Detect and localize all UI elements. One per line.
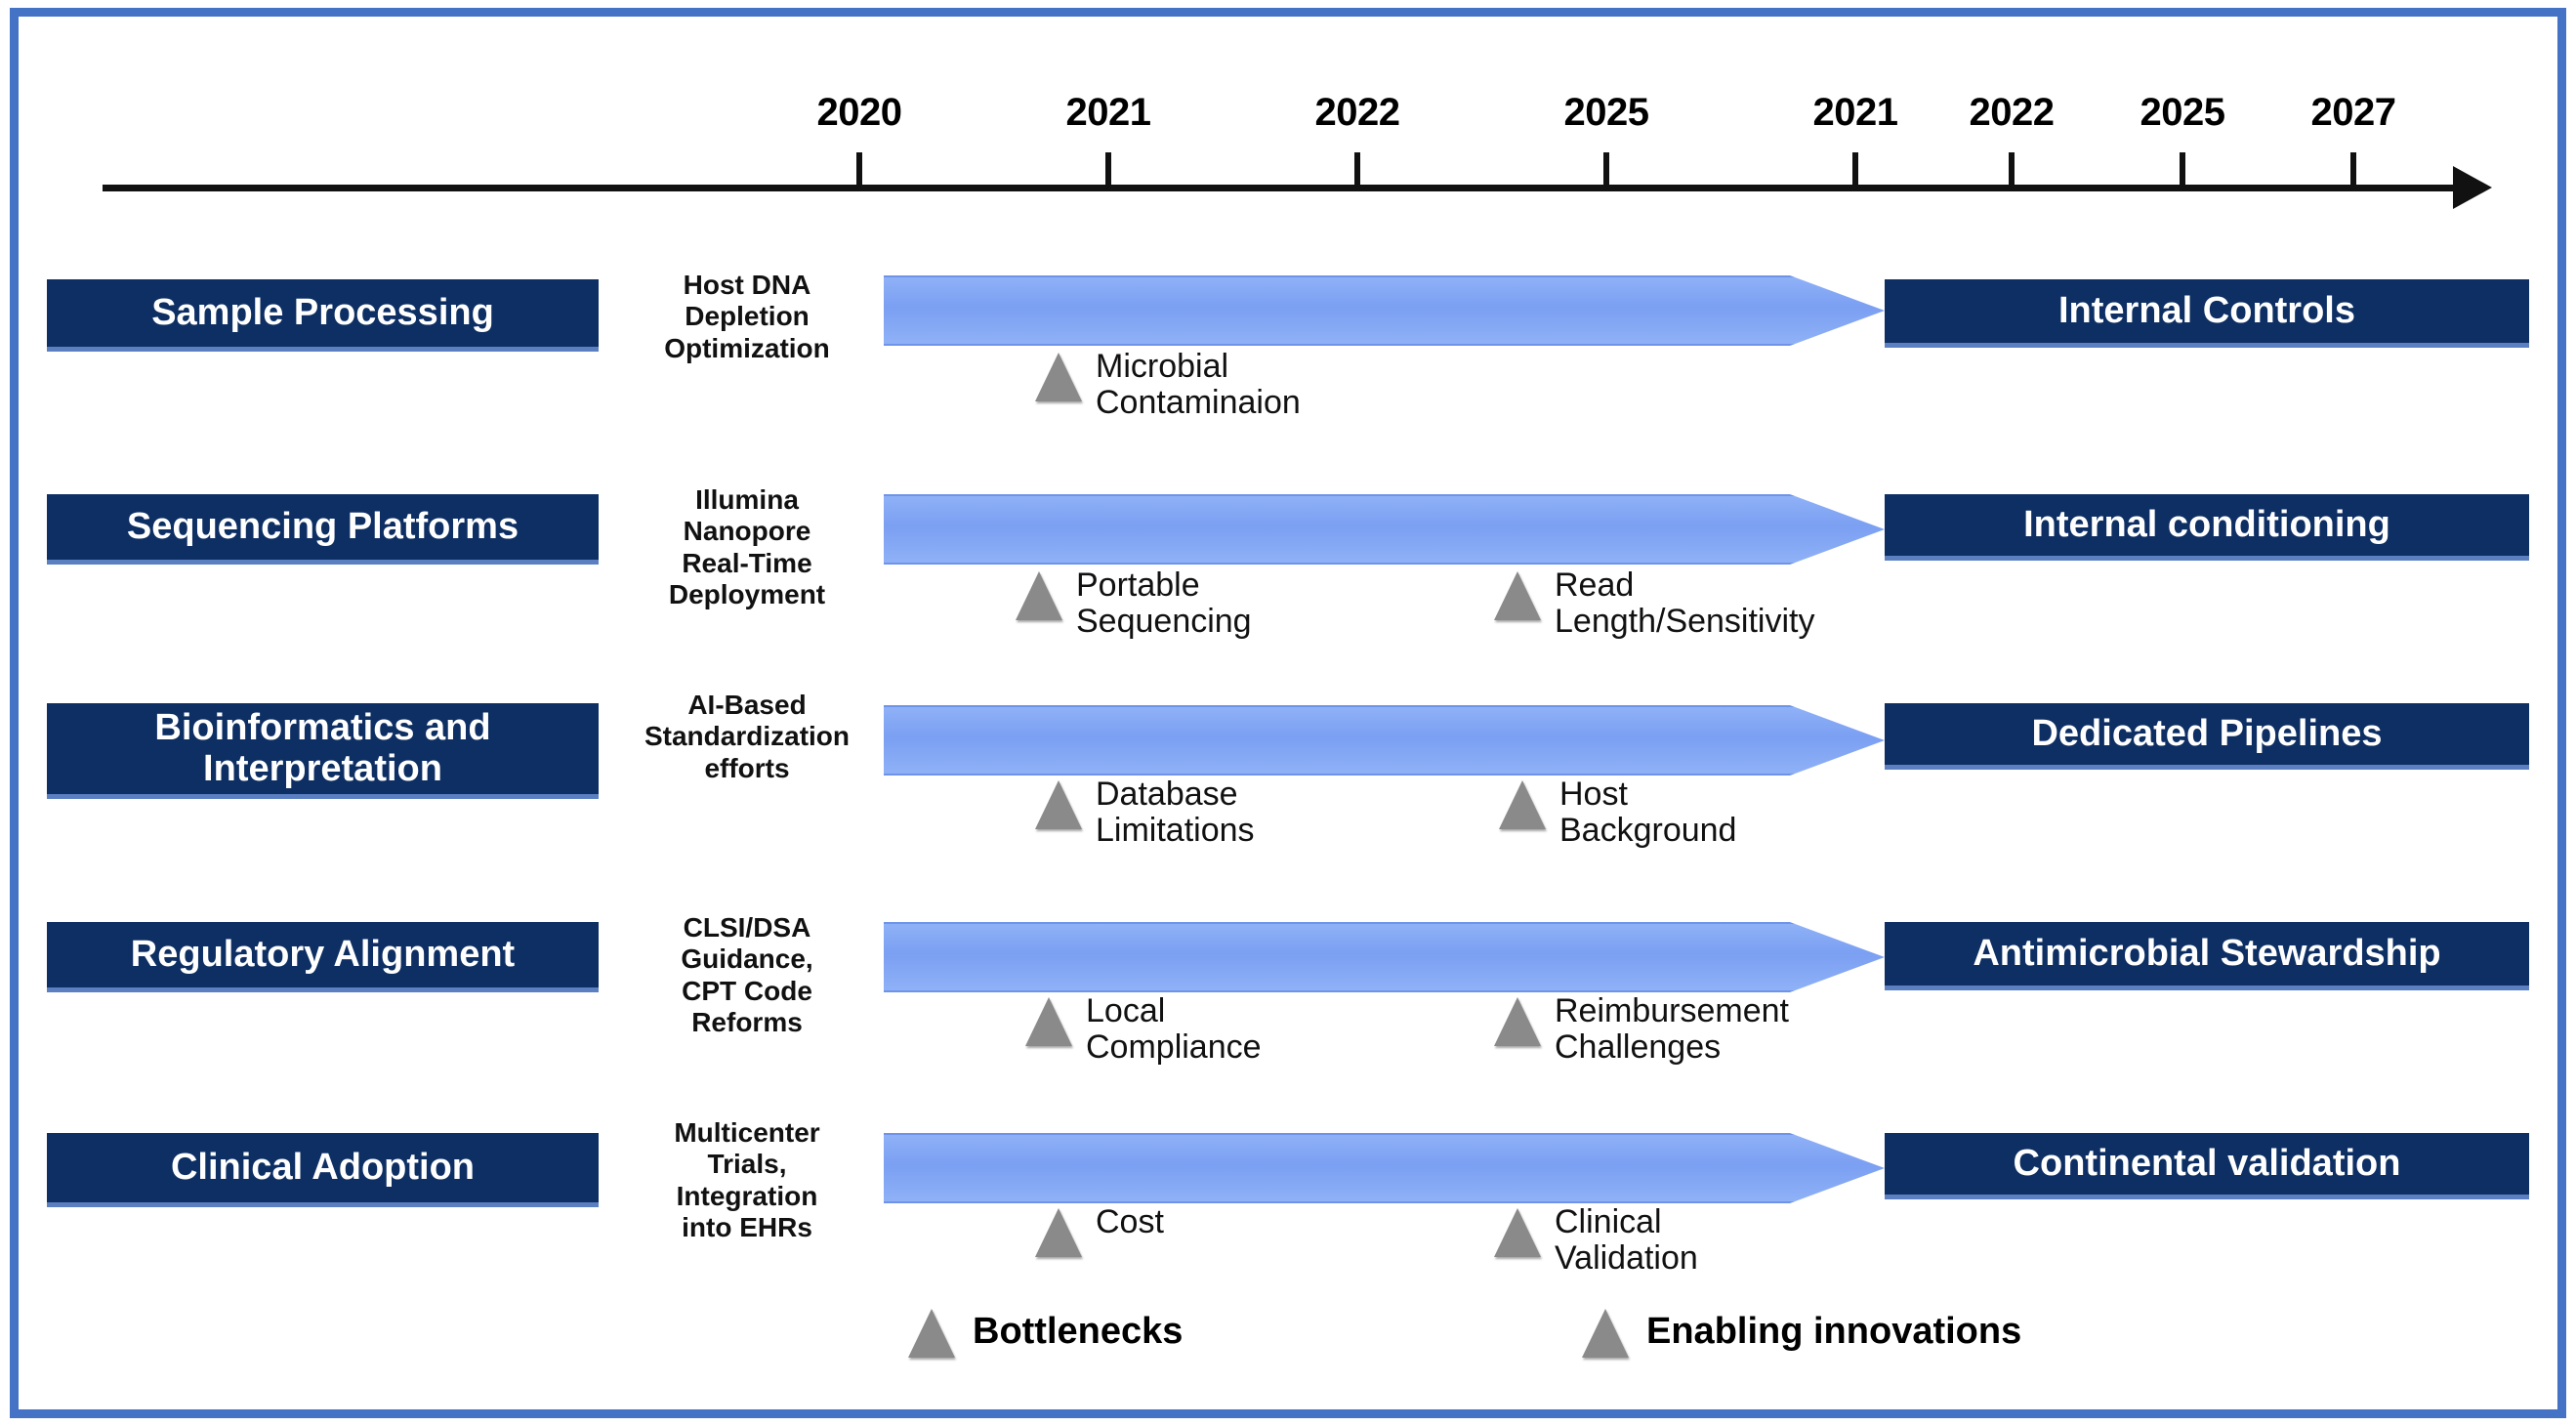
marker-label: Database Limitations: [1096, 776, 1255, 849]
drivers-label: Multicenter Trials, Integration into EHR…: [674, 1117, 820, 1243]
axis-tick: [2009, 152, 2015, 188]
axis-year-label: 2022: [1969, 91, 2055, 134]
axis-arrowhead-icon: [2453, 166, 2492, 209]
marker-label: Clinical Validation: [1555, 1203, 1698, 1277]
progress-arrow: [884, 705, 1885, 776]
marker-label: Cost: [1096, 1203, 1164, 1240]
enabling-innovation-marker[interactable]: Host Background: [1499, 776, 1736, 848]
triangle-icon: [1499, 780, 1546, 829]
marker-label: Microbial Contaminaion: [1096, 348, 1301, 421]
triangle-icon: [1035, 780, 1082, 829]
legend-item-enabling-innovations: Enabling innovations: [1582, 1305, 2021, 1358]
bottleneck-marker[interactable]: Microbial Contaminaion: [1035, 349, 1301, 420]
drivers-label: CLSI/DSA Guidance, CPT Code Reforms: [681, 912, 813, 1038]
category-box[interactable]: Clinical Adoption: [47, 1133, 599, 1207]
axis-year-label: 2021: [1065, 91, 1151, 134]
progress-arrow: [884, 494, 1885, 565]
category-box[interactable]: Sequencing Platforms: [47, 494, 599, 565]
end-state-box[interactable]: Dedicated Pipelines: [1885, 703, 2529, 770]
category-box[interactable]: Sample Processing: [47, 279, 599, 352]
end-state-box[interactable]: Continental validation: [1885, 1133, 2529, 1199]
triangle-icon: [1035, 1208, 1082, 1257]
marker-label: Reimbursement Challenges: [1555, 992, 1789, 1066]
triangle-icon: [1494, 997, 1541, 1046]
end-state-box[interactable]: Antimicrobial Stewardship: [1885, 922, 2529, 990]
roadmap-row: Clinical Adoption Multicenter Trials, Int…: [0, 1111, 2576, 1321]
axis-tick: [2350, 152, 2356, 188]
axis-year-label: 2025: [2140, 91, 2225, 134]
triangle-icon: [1494, 1208, 1541, 1257]
roadmap-row: Bioinformatics and Interpretation AI-Base…: [0, 684, 2576, 894]
axis-year-label: 2027: [2310, 91, 2396, 134]
triangle-icon: [908, 1309, 955, 1358]
drivers-label: AI-Based Standardization efforts: [644, 690, 850, 783]
legend: Bottlenecks Enabling innovations: [0, 1299, 2576, 1387]
marker-label: Read Length/Sensitivity: [1555, 566, 1815, 640]
axis-tick: [2180, 152, 2185, 188]
enabling-innovation-marker[interactable]: Reimbursement Challenges: [1494, 993, 1789, 1065]
progress-arrow: [884, 275, 1885, 346]
marker-label: Portable Sequencing: [1076, 566, 1252, 640]
marker-label: Local Compliance: [1086, 992, 1262, 1066]
axis-tick: [1603, 152, 1609, 188]
triangle-icon: [1582, 1309, 1629, 1358]
enabling-innovation-marker[interactable]: Read Length/Sensitivity: [1494, 567, 1815, 639]
axis-year-label: 2020: [816, 91, 902, 134]
axis-tick: [1354, 152, 1360, 188]
category-box[interactable]: Regulatory Alignment: [47, 922, 599, 992]
axis-year-label: 2022: [1314, 91, 1400, 134]
legend-item-bottlenecks: Bottlenecks: [908, 1305, 1183, 1358]
bottleneck-marker[interactable]: Local Compliance: [1025, 993, 1262, 1065]
axis-line: [103, 185, 2466, 191]
marker-label: Host Background: [1559, 776, 1737, 849]
axis-tick: [1105, 152, 1111, 188]
legend-label: Enabling innovations: [1646, 1310, 2022, 1352]
end-state-box[interactable]: Internal conditioning: [1885, 494, 2529, 561]
enabling-innovation-marker[interactable]: Clinical Validation: [1494, 1204, 1698, 1276]
roadmap-row: Regulatory Alignment CLSI/DSA Guidance, C…: [0, 901, 2576, 1111]
progress-arrow: [884, 1133, 1885, 1203]
triangle-icon: [1494, 571, 1541, 620]
timeline-axis: 2020 2021 2022 2025 2021 2022 2025 2027: [0, 0, 2576, 234]
bottleneck-marker[interactable]: Portable Sequencing: [1016, 567, 1252, 639]
progress-arrow: [884, 922, 1885, 992]
bottleneck-marker[interactable]: Cost: [1035, 1204, 1164, 1257]
bottleneck-marker[interactable]: Database Limitations: [1035, 776, 1255, 848]
axis-tick: [856, 152, 862, 188]
drivers-label: Host DNA Depletion Optimization: [664, 270, 830, 363]
triangle-icon: [1016, 571, 1062, 620]
end-state-box[interactable]: Internal Controls: [1885, 279, 2529, 348]
triangle-icon: [1035, 353, 1082, 401]
legend-label: Bottlenecks: [973, 1310, 1184, 1352]
drivers-label: Illumina Nanopore Real-Time Deployment: [668, 484, 826, 610]
axis-year-label: 2025: [1563, 91, 1649, 134]
axis-tick: [1852, 152, 1858, 188]
roadmap-row: Sample Processing Host DNA Depletion Opti…: [0, 256, 2576, 466]
roadmap-row: Sequencing Platforms Illumina Nanopore Re…: [0, 475, 2576, 685]
triangle-icon: [1025, 997, 1072, 1046]
category-box[interactable]: Bioinformatics and Interpretation: [47, 703, 599, 799]
axis-year-label: 2021: [1812, 91, 1898, 134]
